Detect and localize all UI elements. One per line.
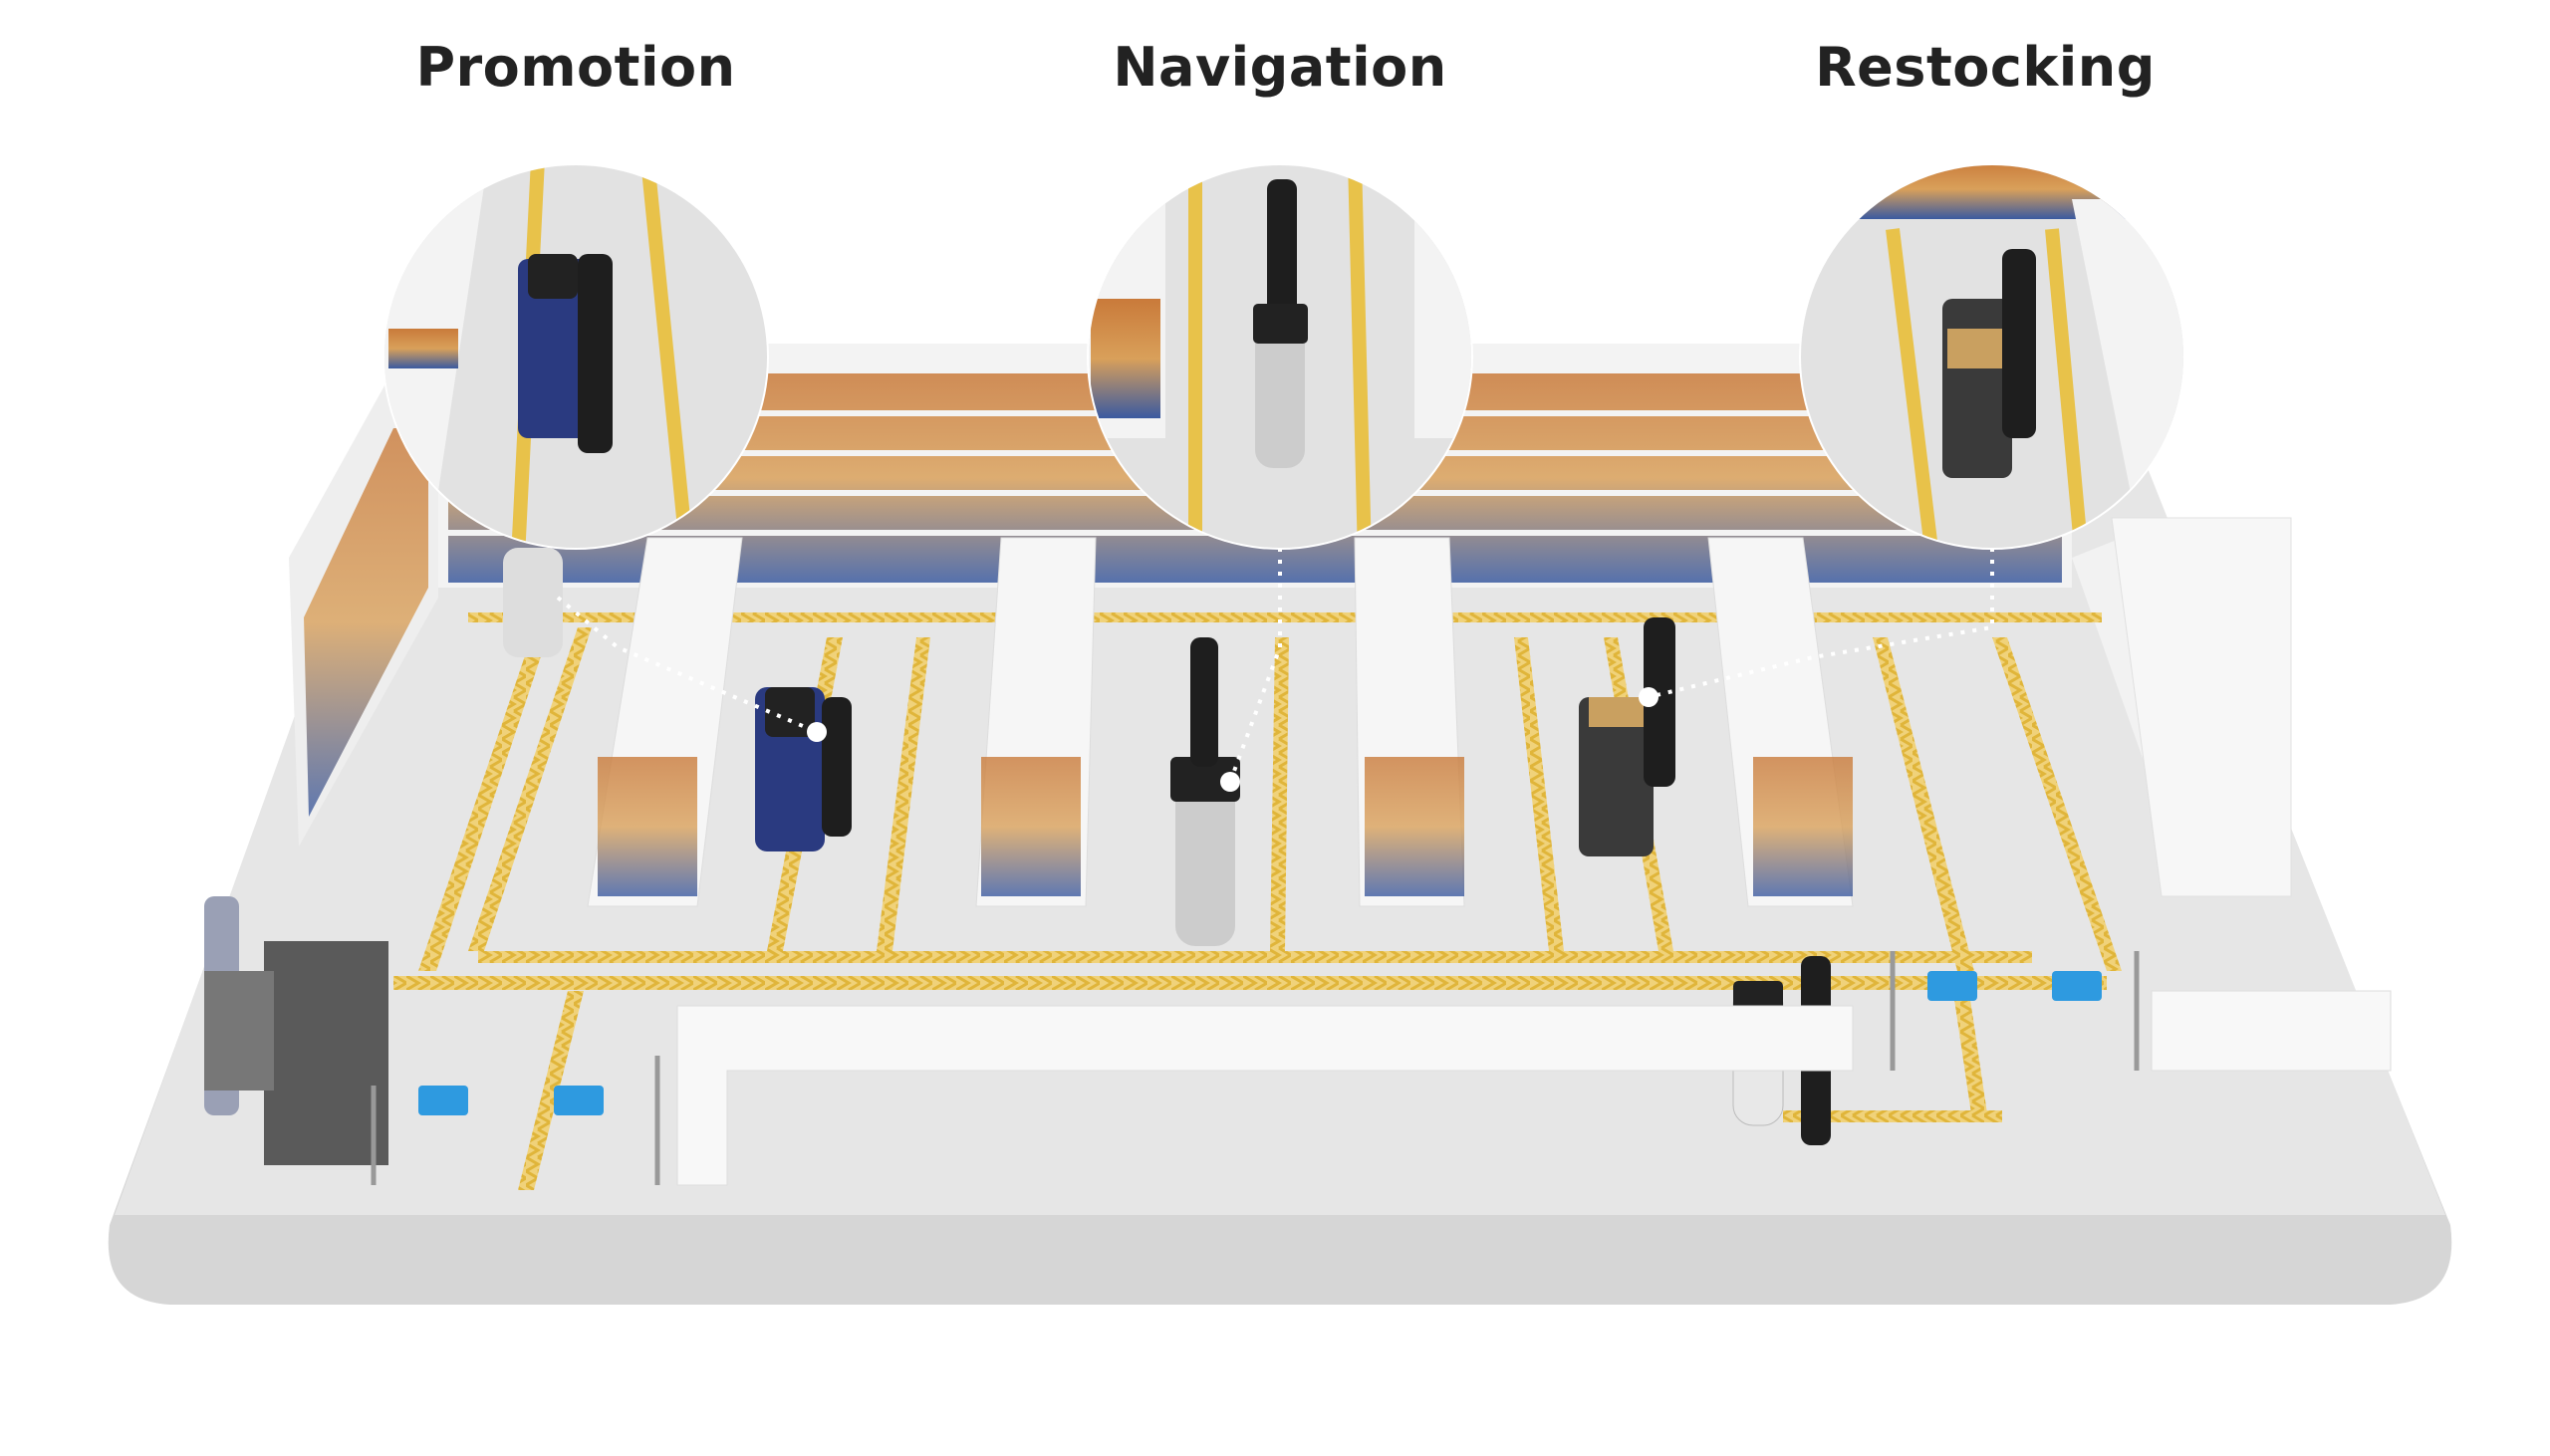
robot-promotion — [755, 687, 825, 851]
gate-sign-icon — [2052, 971, 2102, 1001]
callout-promotion — [382, 163, 769, 550]
robot-back — [503, 548, 563, 657]
callout-connectors — [556, 548, 1994, 783]
section-title-promotion: Promotion — [415, 36, 736, 99]
entrance-gates — [371, 951, 2140, 1185]
shelf-unit — [587, 537, 743, 907]
section-title-restocking: Restocking — [1815, 36, 2156, 99]
gate-sign-icon — [1927, 971, 1977, 1001]
section-title-navigation: Navigation — [1113, 36, 1447, 99]
shelf-unit — [1707, 537, 1854, 907]
shelf-unit — [975, 537, 1097, 907]
gate-sign-icon — [418, 1086, 468, 1115]
robot-restocking — [1579, 697, 1654, 856]
aisle-shelves — [587, 517, 2292, 907]
robot-navigation — [1170, 757, 1240, 946]
front-barrier — [204, 941, 2392, 1186]
gate-sign-icon — [554, 1086, 604, 1115]
shelf-unit — [1354, 537, 1465, 907]
